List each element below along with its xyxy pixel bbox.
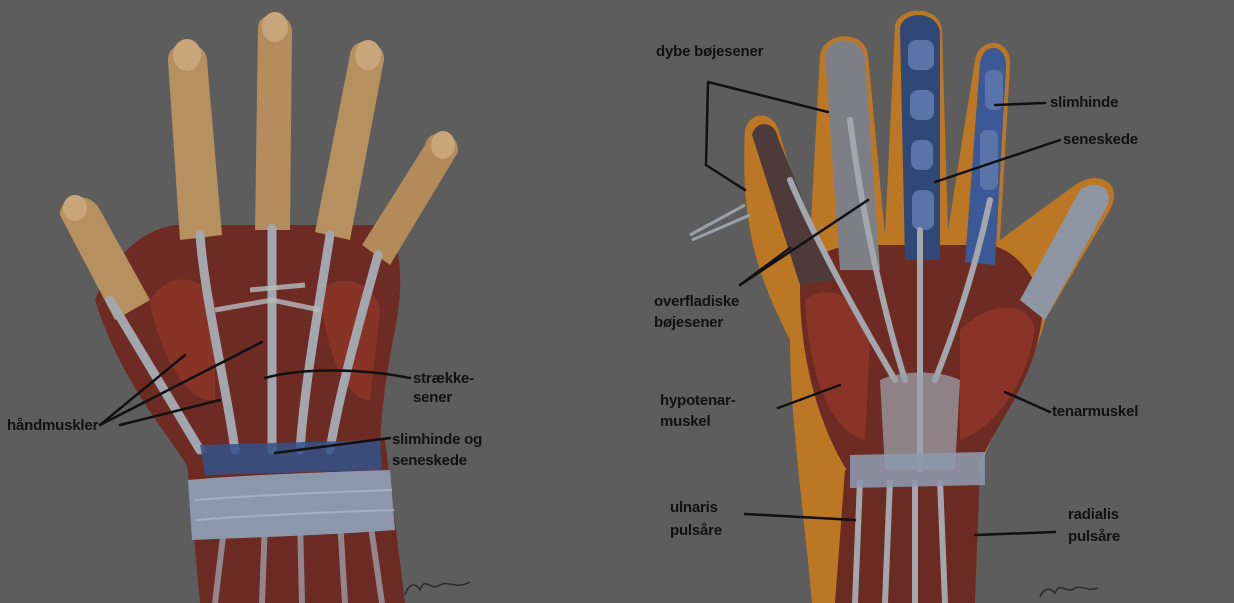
label-slimhinde: slimhinde	[1050, 93, 1118, 112]
forceps	[690, 205, 750, 240]
label-slimhinde-og-line1: slimhinde og	[392, 430, 482, 449]
label-overfladiske-line2: bøjesener	[654, 313, 723, 332]
label-radialis-line1: radialis	[1068, 505, 1119, 524]
label-dybe-boejesener: dybe bøjesener	[656, 42, 763, 61]
leader-dybe-2	[706, 82, 745, 190]
left-finger-ring	[315, 42, 384, 240]
label-radialis-line2: pulsåre	[1068, 527, 1120, 546]
label-hypotenar-line1: hypotenar-	[660, 391, 736, 410]
leader-radialis	[975, 532, 1055, 535]
label-ulnaris-line1: ulnaris	[670, 498, 718, 517]
left-signature	[405, 582, 470, 595]
left-hand-illustration	[60, 12, 470, 603]
right-wrist-band	[850, 452, 985, 488]
leader-dybe-1	[708, 82, 828, 112]
label-overfladiske-line1: overfladiske	[654, 292, 739, 311]
label-hypotenar-line2: muskel	[660, 412, 711, 431]
label-tenarmuskel: tenarmuskel	[1052, 402, 1138, 421]
label-seneskede: seneskede	[1063, 130, 1138, 149]
left-wrist-band	[188, 470, 395, 540]
right-signature	[1040, 587, 1098, 597]
label-straekke-line2: sener	[413, 388, 452, 407]
label-straekke-line1: strække-	[413, 369, 474, 388]
left-finger-middle	[255, 15, 292, 230]
label-haandmuskler: håndmuskler	[7, 416, 98, 435]
label-ulnaris-line2: pulsåre	[670, 521, 722, 540]
left-finger-index	[168, 44, 222, 241]
label-slimhinde-og-line2: seneskede	[392, 451, 467, 470]
